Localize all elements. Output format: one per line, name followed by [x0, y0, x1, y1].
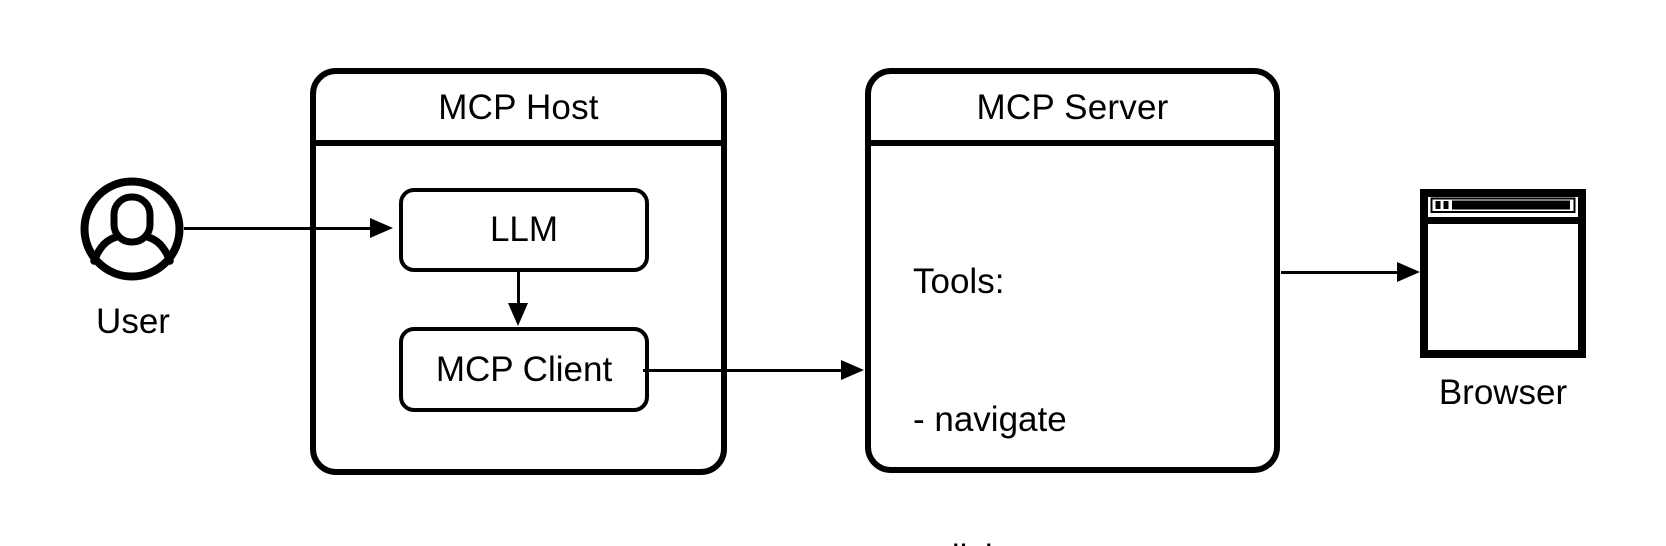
arrow-shaft: [1281, 270, 1397, 274]
arrowhead-right-icon: [370, 218, 393, 238]
browser-window-icon: [1420, 189, 1586, 358]
arrow-mcp-client-to-mcp-server: [643, 360, 864, 380]
mcp-server-box: MCP Server Tools: - navigate - click - t…: [865, 68, 1280, 546]
arrow-shaft: [516, 272, 520, 303]
tools-list-line: Tools:: [913, 262, 1005, 301]
llm-label: LLM: [489, 210, 559, 249]
arrowhead-right-icon: [1397, 262, 1420, 282]
arrowhead-down-icon: [508, 303, 528, 326]
tools-list-line: - navigate: [913, 400, 1067, 439]
user-avatar-icon: [80, 177, 184, 281]
arrow-llm-to-mcp-client: [508, 272, 528, 326]
arrow-shaft: [184, 226, 370, 230]
mcp-server-tools-list: Tools: - navigate - click - take screens…: [913, 167, 1181, 546]
mcp-host-title: MCP Host: [316, 74, 721, 146]
arrowhead-right-icon: [841, 360, 864, 380]
llm-box: LLM: [399, 188, 649, 272]
arrow-user-to-llm: [184, 218, 393, 238]
user-node: [80, 177, 184, 281]
mcp-server-title: MCP Server: [871, 74, 1274, 146]
mcp-client-box: MCP Client: [399, 327, 649, 412]
browser-label: Browser: [1438, 373, 1568, 412]
arrow-mcp-server-to-browser: [1281, 262, 1420, 282]
mcp-client-label: MCP Client: [435, 349, 613, 389]
user-label: User: [96, 302, 170, 341]
arrow-shaft: [643, 368, 841, 372]
tools-list-line: - click: [913, 535, 1181, 546]
mcp-host-box: MCP Host LLM MCP Client: [310, 68, 727, 475]
browser-node: [1420, 189, 1586, 358]
